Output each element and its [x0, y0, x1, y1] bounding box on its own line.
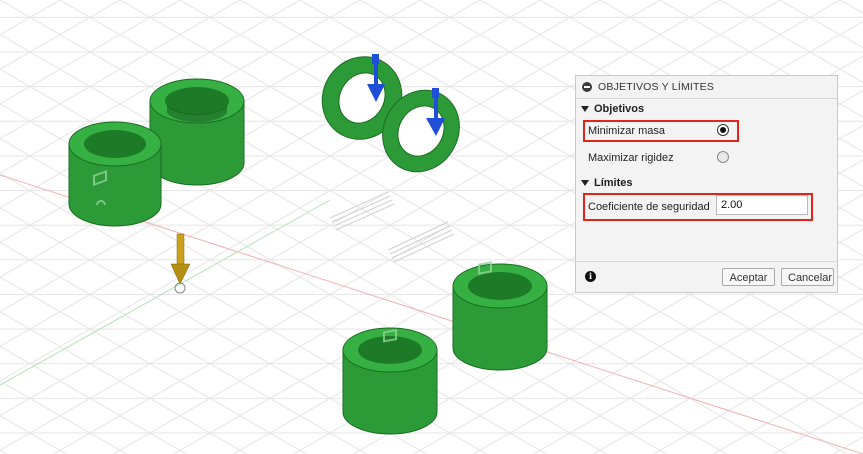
collapse-icon[interactable]	[582, 82, 592, 92]
load-arrow-icon	[367, 54, 385, 102]
y-axis-line	[0, 199, 331, 386]
triangle-down-icon	[581, 106, 589, 112]
obstacle-region-1	[329, 191, 395, 231]
safety-factor-input[interactable]	[716, 195, 808, 215]
panel-title: OBJETIVOS Y LÍMITES	[598, 81, 715, 93]
cylinder-part-4[interactable]	[342, 327, 438, 435]
max-stiffness-radio[interactable]	[717, 151, 729, 163]
triangle-down-icon	[581, 180, 589, 186]
min-mass-radio[interactable]	[717, 124, 729, 136]
option-max-stiffness-row[interactable]: Maximizar rigidez	[576, 146, 837, 170]
objectives-section-toggle[interactable]: Objetivos	[576, 99, 837, 119]
lock-icon	[93, 170, 107, 206]
objectives-limits-panel: OBJETIVOS Y LÍMITES Objetivos Minimizar …	[575, 75, 838, 293]
option-max-stiffness-label: Maximizar rigidez	[588, 152, 674, 164]
cancel-button[interactable]: Cancelar	[781, 268, 834, 286]
obstacle-region-2	[387, 221, 455, 263]
safety-factor-label: Coeficiente de seguridad	[588, 201, 710, 213]
option-min-mass-row[interactable]: Minimizar masa	[576, 119, 837, 143]
cylinder-part-2[interactable]	[68, 121, 162, 227]
safety-factor-row: Coeficiente de seguridad	[576, 193, 837, 221]
info-icon[interactable]: i	[585, 271, 596, 282]
gravity-arrow-icon[interactable]	[170, 233, 191, 294]
load-arrow-icon	[426, 88, 445, 136]
accept-button[interactable]: Aceptar	[722, 268, 775, 286]
limits-section-toggle[interactable]: Límites	[576, 173, 837, 193]
panel-footer: i Aceptar Cancelar	[576, 261, 837, 292]
ring-part-1[interactable]	[307, 42, 417, 154]
objectives-heading: Objetivos	[594, 103, 645, 115]
panel-header: OBJETIVOS Y LÍMITES	[576, 76, 837, 99]
cylinder-part-3[interactable]	[452, 261, 548, 371]
limits-heading: Límites	[594, 177, 633, 189]
ring-part-2[interactable]	[368, 76, 474, 186]
cylinder-part-1[interactable]	[149, 78, 245, 186]
option-min-mass-label: Minimizar masa	[588, 125, 666, 137]
